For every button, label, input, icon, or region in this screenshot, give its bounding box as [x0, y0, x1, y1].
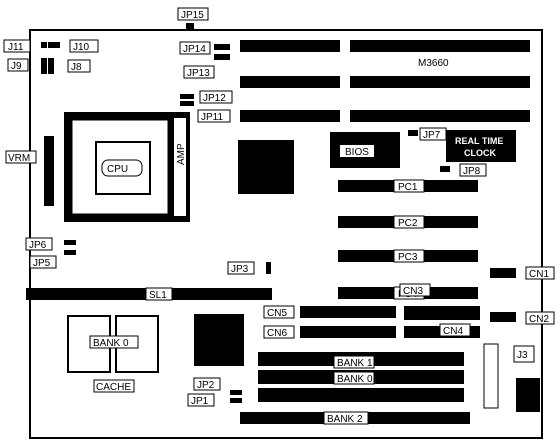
pci-slot-label-pc3: PC3: [398, 252, 418, 263]
rtc-label-line2: CLOCK: [464, 148, 496, 158]
pci-slot-label-pc1: PC1: [398, 182, 418, 193]
jumper-jp7: [440, 166, 450, 172]
jumper-label-jp1: JP1: [191, 396, 209, 407]
jumper-label-jp8: JP7: [423, 130, 441, 141]
rtc-chip: [446, 130, 516, 162]
connector-label-cn4: CN4: [443, 326, 463, 337]
vrm-label: VRM: [8, 153, 30, 164]
isa-slots: [240, 40, 530, 122]
jumper-label-jp14: JP14: [183, 44, 206, 55]
cache-label: CACHE: [96, 382, 131, 393]
jumper-jp15: [186, 23, 194, 29]
memory-banks: [240, 352, 470, 424]
cache-bank-label: BANK 0: [93, 338, 129, 349]
jumper-jp6: [64, 240, 76, 245]
socket-brand-label: AMP: [176, 143, 187, 165]
jumper-jp5: [64, 250, 76, 255]
bios-label: BIOS: [345, 147, 369, 158]
board-model-label: M3660: [418, 58, 449, 69]
slot-label-sl1: SL1: [149, 290, 167, 301]
bank2-label: BANK 2: [327, 414, 363, 425]
bank1-label: BANK 1: [337, 358, 373, 369]
jumper-label-jp3: JP3: [231, 264, 249, 275]
connector-label-j3: J3: [517, 350, 528, 361]
jumper-label-jp12: JP12: [203, 93, 226, 104]
keyboard-connector: [516, 378, 540, 412]
jumper-cluster-top-left: [41, 42, 60, 74]
connector-label-cn3: CN3: [403, 286, 423, 297]
jumper-jp11: [180, 101, 194, 106]
jumper-label-jp6: JP6: [29, 240, 47, 251]
jumper-jp13: [214, 54, 230, 60]
bank0-label: BANK 0: [337, 374, 373, 385]
jumper-label-jp5: JP5: [33, 258, 51, 269]
cpu-label: CPU: [107, 164, 128, 175]
chipset-chip-2: [194, 314, 244, 366]
jumper-label-jp7: JP8: [463, 166, 481, 177]
jumper-label-j9: J9: [11, 61, 22, 72]
connector-cn2: [490, 312, 516, 322]
jumper-jp14: [214, 44, 230, 50]
jumper-label-j11: J11: [8, 42, 24, 53]
jumper-jp12: [180, 94, 194, 99]
vrm-connector: [44, 136, 54, 206]
connector-label-cn6: CN6: [267, 328, 287, 339]
jumper-jp3: [266, 262, 271, 274]
power-connector: [483, 343, 499, 409]
connector-cn5: [300, 306, 396, 318]
connector-cn1: [490, 268, 516, 278]
pci-slot-label-pc2: PC2: [398, 218, 418, 229]
connector-label-cn2: CN2: [529, 314, 549, 325]
connector-label-cn5: CN5: [267, 308, 287, 319]
connector-cn3: [404, 306, 480, 320]
jumper-label-jp2: JP2: [197, 380, 215, 391]
jumper-label-j10: J10: [73, 42, 90, 53]
jumper-jp1: [230, 398, 242, 403]
jumper-label-j8: J8: [71, 62, 82, 73]
jumper-jp8: [408, 130, 418, 136]
chipset-chip-1: [238, 140, 294, 194]
connector-label-cn1: CN1: [529, 269, 549, 280]
jumper-label-jp15: JP15: [181, 10, 204, 21]
jumper-label-jp13: JP13: [187, 68, 210, 79]
connector-cn6: [300, 326, 396, 338]
rtc-label-line1: REAL TIME: [455, 136, 503, 146]
jumper-label-jp11: JP11: [201, 112, 223, 123]
jumper-jp2: [230, 390, 242, 395]
